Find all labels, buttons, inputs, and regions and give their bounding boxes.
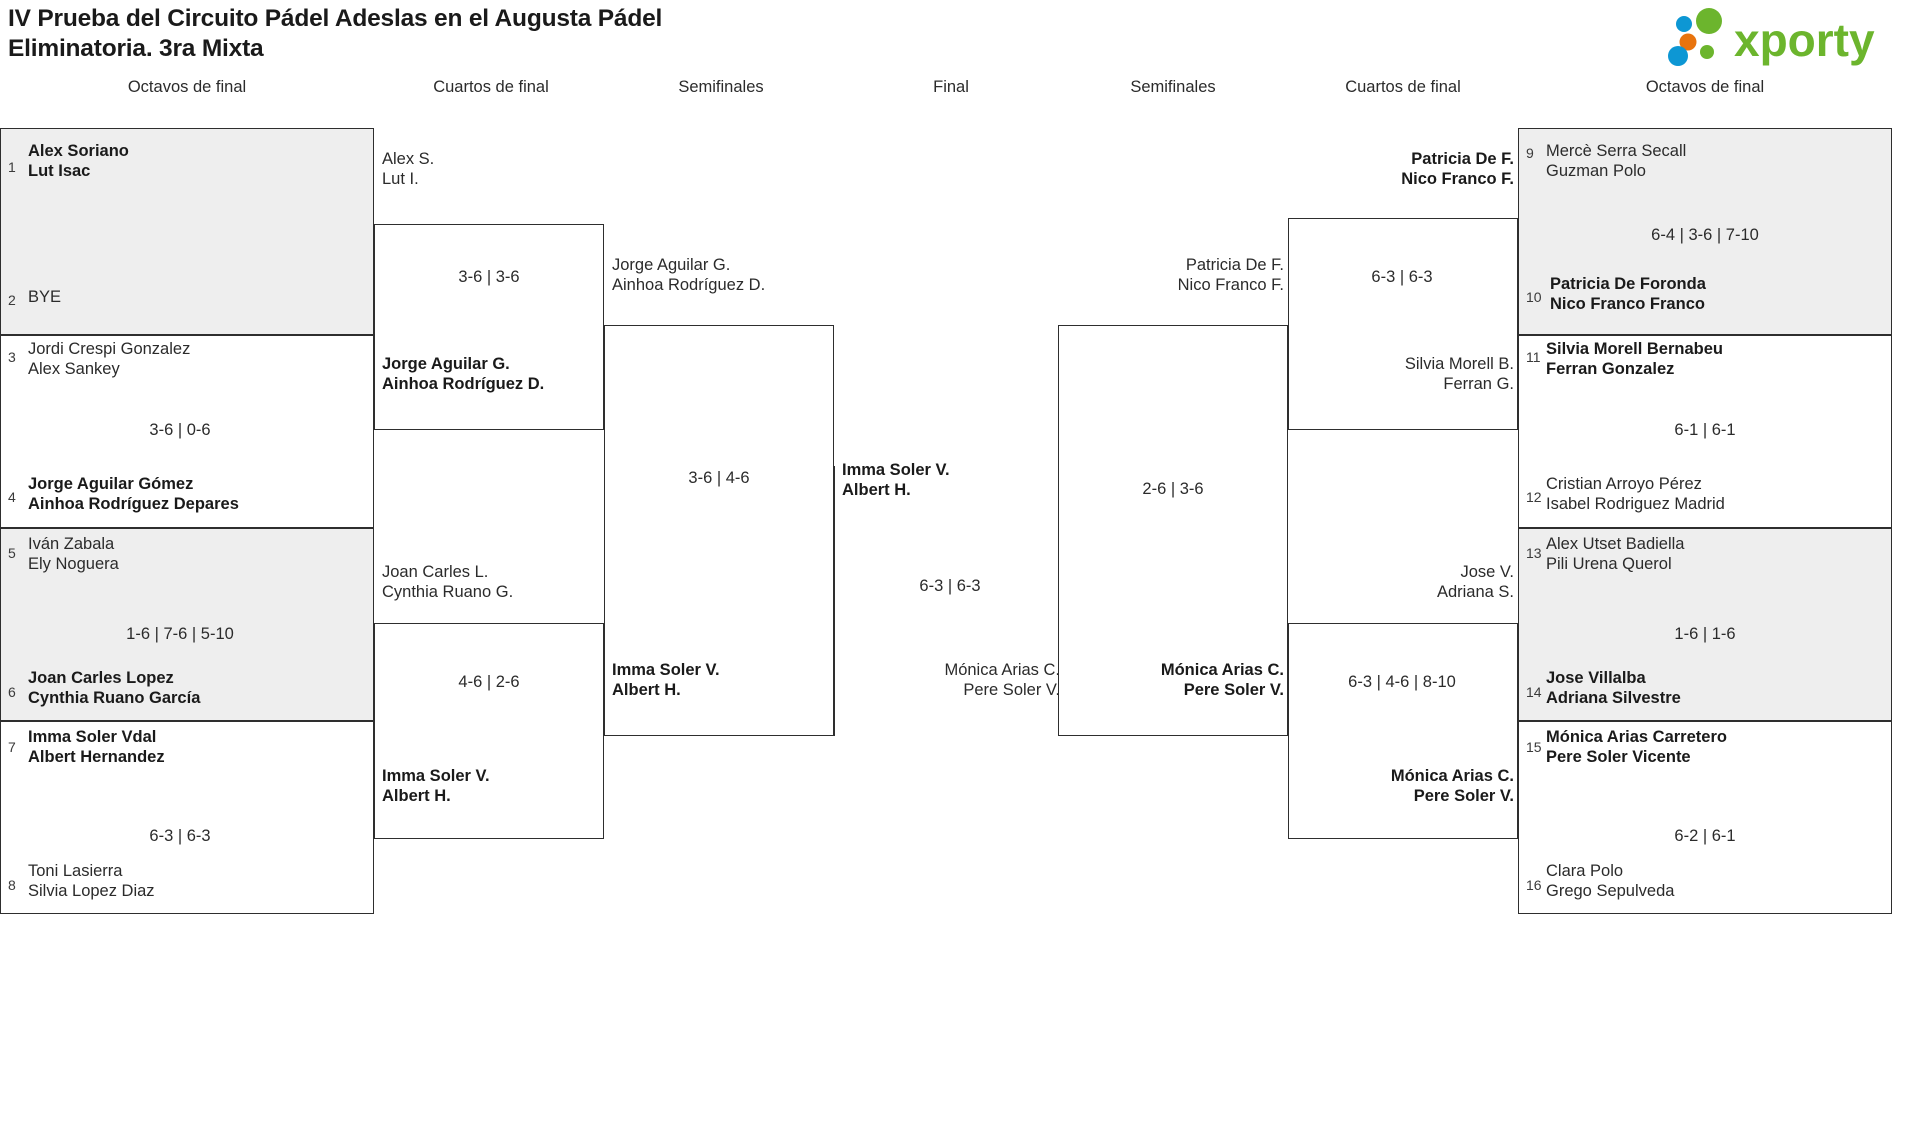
title-line-2: Eliminatoria. 3ra Mixta <box>8 35 264 62</box>
match-box-r-qf-2[interactable] <box>1288 623 1518 839</box>
team-entry: Imma Soler V. Albert H. <box>382 767 490 805</box>
seed-number: 15 <box>1526 739 1542 755</box>
final-connector-line <box>834 466 835 736</box>
team-entry: Silvia Morell Bernabeu Ferran Gonzalez <box>1546 340 1723 378</box>
team-entry: Jose Villalba Adriana Silvestre <box>1546 669 1681 707</box>
match-box-r-sf-1[interactable] <box>1058 325 1288 736</box>
seed-number: 2 <box>8 292 16 308</box>
seed-number: 13 <box>1526 545 1542 561</box>
round-header-right-sf: Semifinales <box>1130 78 1216 96</box>
match-box-r-r16-4[interactable] <box>1518 721 1892 914</box>
team-entry: Patricia De Foronda Nico Franco Franco <box>1550 275 1706 313</box>
team-entry: Patricia De F. Nico Franco F. <box>1177 256 1284 294</box>
match-box-l-r16-2[interactable] <box>0 335 374 528</box>
round-header-left-sf: Semifinales <box>678 78 764 96</box>
seed-number: 16 <box>1526 877 1542 893</box>
team-entry: Imma Soler Vdal Albert Hernandez <box>28 728 165 766</box>
team-entry: Alex S. Lut I. <box>382 150 435 188</box>
match-score: 6-2 | 6-1 <box>1674 827 1736 845</box>
team-entry: Imma Soler V. Albert H. <box>612 661 720 699</box>
seed-number: 14 <box>1526 684 1542 700</box>
match-box-l-sf-1[interactable] <box>604 325 834 736</box>
match-score: 3-6 | 4-6 <box>688 469 750 487</box>
seed-number: 3 <box>8 349 16 365</box>
round-header-final: Final <box>933 78 969 96</box>
match-score: 6-3 | 4-6 | 8-10 <box>1348 673 1456 691</box>
round-header-left-qf: Cuartos de final <box>433 78 549 96</box>
match-box-l-r16-3[interactable] <box>0 528 374 721</box>
team-entry: Patricia De F. Nico Franco F. <box>1401 150 1514 188</box>
match-box-l-r16-4[interactable] <box>0 721 374 914</box>
team-entry: Clara Polo Grego Sepulveda <box>1546 862 1675 900</box>
team-entry: Mónica Arias C. Pere Soler V. <box>1390 767 1514 805</box>
logo-wordmark: xporty <box>1734 14 1875 66</box>
team-entry: Alex Soriano Lut Isac <box>28 142 129 180</box>
seed-number: 6 <box>8 684 16 700</box>
seed-number: 4 <box>8 489 16 505</box>
team-entry: Toni Lasierra Silvia Lopez Diaz <box>28 862 155 900</box>
team-entry: Iván Zabala Ely Noguera <box>28 535 119 573</box>
match-score: 3-6 | 3-6 <box>458 268 520 286</box>
team-entry: Jose V. Adriana S. <box>1436 563 1514 601</box>
match-score: 3-6 | 0-6 <box>149 421 211 439</box>
team-entry: Joan Carles Lopez Cynthia Ruano García <box>28 669 201 707</box>
team-entry: Mónica Arias C. Pere Soler V. <box>944 661 1060 699</box>
team-entry: Jorge Aguilar Gómez Ainhoa Rodríguez Dep… <box>28 475 239 513</box>
team-entry: BYE <box>28 288 62 306</box>
round-header-right-r16: Octavos de final <box>1645 78 1765 96</box>
page-title: IV Prueba del Circuito Pádel Adeslas en … <box>8 4 1108 64</box>
round-header-right-qf: Cuartos de final <box>1345 78 1461 96</box>
team-entry: Mónica Arias Carretero Pere Soler Vicent… <box>1546 728 1727 766</box>
seed-number: 10 <box>1526 289 1542 305</box>
match-box-l-r16-1[interactable] <box>0 128 374 335</box>
team-entry: Jorge Aguilar G. Ainhoa Rodríguez D. <box>382 355 545 393</box>
match-box-l-qf-2[interactable] <box>374 623 604 839</box>
team-entry: Joan Carles L. Cynthia Ruano G. <box>382 563 514 601</box>
match-box-l-qf-1[interactable] <box>374 224 604 430</box>
match-score: 6-4 | 3-6 | 7-10 <box>1651 226 1759 244</box>
match-score: 6-3 | 6-3 <box>1371 268 1433 286</box>
seed-number: 5 <box>8 545 16 561</box>
match-box-r-r16-2[interactable] <box>1518 335 1892 528</box>
match-score: 6-3 | 6-3 <box>149 827 211 845</box>
seed-number: 1 <box>8 159 16 175</box>
match-score: 2-6 | 3-6 <box>1142 480 1204 498</box>
team-entry: Cristian Arroyo Pérez Isabel Rodriguez M… <box>1546 475 1725 513</box>
seed-number: 8 <box>8 877 16 893</box>
team-entry: Mónica Arias C. Pere Soler V. <box>1160 661 1284 699</box>
team-entry: Alex Utset Badiella Pili Urena Querol <box>1546 535 1685 573</box>
team-entry: Jordi Crespi Gonzalez Alex Sankey <box>28 340 191 378</box>
seed-number: 9 <box>1526 145 1534 161</box>
match-box-r-qf-1[interactable] <box>1288 218 1518 430</box>
team-entry: Silvia Morell B. Ferran G. <box>1404 355 1514 393</box>
team-entry: Mercè Serra Secall Guzman Polo <box>1546 142 1687 180</box>
xporty-logo[interactable]: xporty <box>1662 8 1902 66</box>
match-score: 1-6 | 7-6 | 5-10 <box>126 625 234 643</box>
title-line-1: IV Prueba del Circuito Pádel Adeslas en … <box>8 5 663 32</box>
match-score: 1-6 | 1-6 <box>1674 625 1736 643</box>
seed-number: 11 <box>1526 349 1541 365</box>
match-score: 6-1 | 6-1 <box>1674 421 1736 439</box>
logo-dots-icon <box>1668 8 1722 66</box>
team-entry: Imma Soler V. Albert H. <box>842 461 950 499</box>
match-box-r-r16-3[interactable] <box>1518 528 1892 721</box>
team-entry: Jorge Aguilar G. Ainhoa Rodríguez D. <box>612 256 766 294</box>
seed-number: 12 <box>1526 489 1542 505</box>
match-score: 6-3 | 6-3 <box>919 577 981 595</box>
match-box-r-r16-1[interactable] <box>1518 128 1892 335</box>
round-header-left-r16: Octavos de final <box>127 78 247 96</box>
seed-number: 7 <box>8 739 16 755</box>
match-score: 4-6 | 2-6 <box>458 673 520 691</box>
